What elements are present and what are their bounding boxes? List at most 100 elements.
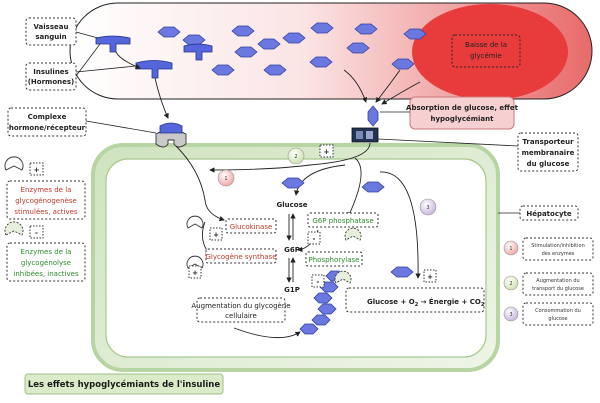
step-marker-3: 3 (419, 198, 437, 216)
glycogene-augmentation-box: Augmentation du glycogène cellulaire (191, 297, 291, 323)
step-marker-2: 2 (287, 147, 305, 165)
legend-item-2: 2 Augmentation du transport du glucose (503, 272, 594, 296)
transporteur-line-2: membranaire (522, 149, 575, 157)
svg-text:1: 1 (224, 176, 227, 182)
augm-line-1: Augmentation du glycogène (191, 302, 290, 310)
diagram-title: Les effets hypoglycémiants de l'insuline (28, 379, 220, 390)
metabolite-labels: Glucose G6P G1P (276, 201, 307, 294)
glucose-hexagon (282, 32, 306, 44)
plus-sign: + (324, 148, 330, 156)
glycogenolyse-line-3: inhibées, inactives (13, 270, 79, 278)
insulin-icon (135, 60, 173, 79)
center-arrows (286, 213, 296, 283)
inactive-enzyme-icon (334, 270, 352, 284)
active-enzyme-icon (186, 215, 204, 229)
hepatocyte-label: Hépatocyte (526, 210, 572, 218)
enzyme-icons (4, 156, 362, 284)
glycogenese-line-3: stimulées, actives (14, 208, 78, 216)
glucose-hexagon (211, 64, 235, 76)
glucose-hexagon (309, 56, 333, 68)
complexe-label-box: Complexe hormone/récepteur (7, 107, 87, 137)
transporteur-line-3: du glucose (527, 160, 570, 168)
legend-line-2: glucose (548, 316, 567, 322)
glycogene-synthase-label: Glycogène synthase (205, 253, 276, 261)
insulin-icon (95, 35, 131, 53)
vaisseau-line-1: Vaisseau (34, 23, 69, 31)
glucokinase-label: Glucokinase (230, 223, 273, 231)
baisse-label-2: glycémie (470, 52, 502, 60)
plus-sign: + (192, 269, 198, 277)
glucose-hexagon (361, 181, 385, 193)
plus-sign: + (427, 273, 433, 281)
augm-line-2: cellulaire (225, 312, 257, 320)
phosphorylase-label: Phosphorylase (309, 256, 360, 264)
vaisseau-label-box: Vaisseau sanguin (25, 17, 77, 46)
step-markers: 1 2 3 (217, 147, 437, 216)
inactive-enzyme-icon (4, 221, 24, 236)
pointer-line (75, 65, 137, 73)
title-box: Les effets hypoglycémiants de l'insuline (24, 373, 224, 395)
glucose-hexagon (234, 46, 258, 58)
glucose-hexagon (391, 58, 415, 70)
hormone-receptor-complex (155, 122, 187, 148)
legend-line-1: Augmentation du (536, 278, 579, 284)
legend-number: 3 (509, 312, 512, 318)
glucose-hexagon (390, 266, 414, 278)
minus-sign: - (35, 229, 38, 237)
pointer-line (75, 31, 99, 39)
step-marker-1: 1 (217, 169, 235, 187)
glycogenolyse-line-2: glycogénolyse (21, 259, 71, 267)
legend-line-1: Stimulation/inhibition (531, 243, 585, 249)
glucose-hexagon (263, 64, 287, 76)
enzyme-boxes: Glucokinase Glycogène synthase G6P phosp… (205, 212, 379, 267)
insulin-icon (183, 43, 213, 61)
legend-number: 2 (509, 281, 512, 287)
active-enzyme-icon (4, 156, 24, 171)
vessel-glucose-hexagons (157, 22, 427, 76)
glucose-hexagon (157, 26, 181, 38)
complexe-line-2: hormone/récepteur (9, 124, 86, 132)
svg-text:2: 2 (294, 154, 297, 160)
regulation-signs: + + + - - + (188, 144, 437, 288)
g1p-label: G1P (284, 286, 300, 294)
absorption-line-1: Absorption de glucose, effet (406, 104, 519, 112)
legend-line-2: des enzymes (542, 251, 575, 257)
transporteur-line-1: Transporteur (522, 138, 574, 146)
g6p-label: G6P (284, 246, 300, 254)
absorption-line-2: hypoglycémiant (431, 115, 495, 123)
vaisseau-line-2: sanguin (35, 33, 66, 41)
legend-item-3: 3 Consommation du glucose (503, 302, 594, 326)
glucose-label: Glucose (276, 201, 307, 209)
glucose-hexagon (403, 28, 427, 40)
glucose-hexagon (231, 25, 255, 37)
transporteur-label-box: Transporteur membranaire du glucose (517, 132, 579, 172)
glycogenese-line-2: glycogénogenèse (15, 197, 77, 205)
insulines-line-2: (Hormones) (28, 78, 75, 86)
active-enzyme-icon (186, 255, 204, 269)
enzymes-glycogenolyse-box: - Enzymes de la glycogénolyse inhibées, … (6, 225, 86, 282)
legend-number: 1 (509, 246, 512, 252)
legend: 1 Stimulation/inhibition des enzymes 2 A… (503, 237, 594, 326)
pointer-line (377, 138, 519, 147)
insulines-line-1: Insulines (33, 68, 68, 76)
cell-glucose-hexagons (281, 177, 414, 278)
glucose-hexagon (257, 38, 281, 50)
complexe-line-1: Complexe (28, 113, 67, 121)
legend-line-2: transport du glucose (532, 286, 584, 292)
glucose-hexagon (310, 22, 334, 34)
pointer-line (75, 43, 101, 77)
membrane-transporter (351, 105, 379, 143)
legend-item-1: 1 Stimulation/inhibition des enzymes (503, 237, 594, 261)
minus-sign: - (317, 278, 320, 286)
minus-sign: - (313, 235, 316, 243)
glucose-hexagon (281, 177, 305, 189)
glycogenese-line-1: Enzymes de la (21, 186, 72, 194)
svg-text:3: 3 (426, 205, 429, 211)
g6p-phosphatase-label: G6P phosphatase (312, 217, 373, 225)
hepatocyte-label-box: Hépatocyte (519, 205, 579, 221)
inactive-enzyme-icon (344, 227, 362, 241)
glucose-equation: Glucose + O2 → Énergie + CO2 (367, 297, 485, 308)
glucose-hexagon (367, 105, 379, 127)
